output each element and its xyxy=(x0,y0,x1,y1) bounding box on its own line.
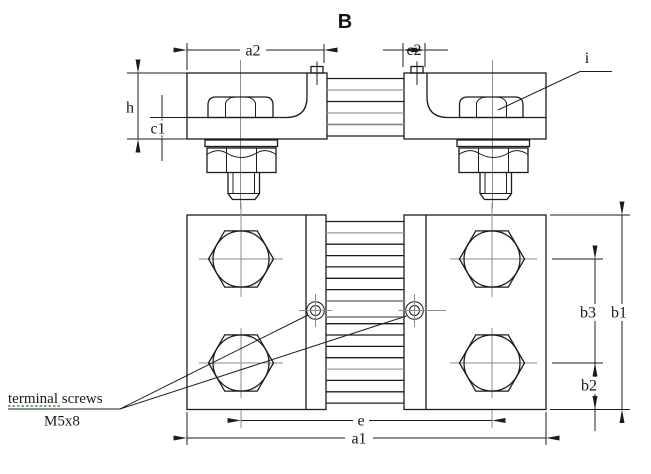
nut-left xyxy=(206,147,277,174)
bolt-head-bottom-left-hex xyxy=(207,334,275,392)
dimension-b1: b1 xyxy=(550,201,633,423)
nut-right-chamfer xyxy=(458,150,529,158)
right-bolt-assembly xyxy=(456,96,531,201)
nut-right xyxy=(458,147,529,174)
dimension-a2: a2 xyxy=(173,42,338,70)
dimension-h: h xyxy=(126,59,187,153)
side-view: a2 c2 h c1 i B xyxy=(126,11,612,209)
terminal-screws-label: terminal screws xyxy=(8,391,103,407)
stud-left-thread xyxy=(228,173,260,194)
right-block-outline xyxy=(403,72,547,140)
dim-a2-label: a2 xyxy=(245,43,260,60)
dimension-c1: c1 xyxy=(146,95,187,161)
plan-view: b3 b2 b1 e a1 terminal screws xyxy=(8,201,633,448)
bolt-head-top-left-hex xyxy=(207,230,275,288)
terminal-screw-left-cross xyxy=(299,294,332,327)
stud-left xyxy=(227,172,261,201)
bolt-head-top-right-hex xyxy=(458,230,526,288)
left-block-step xyxy=(187,73,308,119)
c2-extension-lines xyxy=(402,43,426,67)
washer-left xyxy=(204,139,279,148)
dim-b3-label: b3 xyxy=(580,305,596,322)
left-block-outline xyxy=(186,72,328,140)
view-label-b: B xyxy=(338,11,352,33)
nut-right-facets xyxy=(478,148,509,173)
pointer-i-label: i xyxy=(585,50,590,67)
dim-h-label: h xyxy=(126,100,134,117)
resistance-strips-plan xyxy=(326,220,404,404)
terminal-screws-annotation: terminal screws M5x8 xyxy=(8,314,407,430)
terminal-screws-leader xyxy=(8,314,407,410)
right-block-plan xyxy=(403,214,547,411)
b1-extension-lines xyxy=(550,214,630,410)
bolt-heads-plan xyxy=(207,230,526,392)
screw-size-label: M5x8 xyxy=(44,414,80,430)
pointer-i-leader xyxy=(497,71,612,111)
washer-right xyxy=(456,139,531,148)
resistance-strips-side xyxy=(327,77,404,137)
bolt-head-right-facets xyxy=(476,96,507,118)
left-bolt-assembly xyxy=(204,96,279,201)
centerline-right-horizontals xyxy=(450,258,537,364)
bolt-head-right xyxy=(458,96,524,119)
bolt-head-left xyxy=(207,96,274,119)
bolt-head-bottom-right-hex xyxy=(458,334,526,392)
dim-c1-label: c1 xyxy=(150,121,165,138)
nut-left-chamfer xyxy=(206,150,277,158)
terminal-screw-right-cross xyxy=(398,294,446,327)
stud-right-thread xyxy=(480,173,512,194)
bolt-head-bottom-right-circle xyxy=(463,334,521,392)
right-terminal-block-side xyxy=(403,61,547,140)
terminal-screws-plan xyxy=(299,294,446,327)
pointer-i: i xyxy=(497,50,612,111)
bolt-head-left-facets xyxy=(225,96,256,118)
dim-b2-label: b2 xyxy=(581,378,597,395)
nut-left-facets xyxy=(226,148,257,173)
plan-centerlines xyxy=(199,203,537,428)
dimension-b3-b2: b3 b2 xyxy=(552,245,603,431)
dimension-c2: c2 xyxy=(383,42,448,67)
bolt-head-top-right-circle xyxy=(463,230,521,288)
left-terminal-block-side xyxy=(186,61,328,140)
bolt-head-top-left-circle xyxy=(212,230,270,288)
stud-right xyxy=(479,172,513,201)
dim-c2-label: c2 xyxy=(406,42,421,59)
right-block-step xyxy=(426,73,546,119)
dimension-e: e xyxy=(227,412,506,430)
dimension-a1: a1 xyxy=(173,412,560,448)
dim-b1-label: b1 xyxy=(611,305,627,322)
dim-e-label: e xyxy=(357,413,364,430)
left-block-plan xyxy=(186,214,327,411)
dim-a1-label: a1 xyxy=(351,431,366,448)
